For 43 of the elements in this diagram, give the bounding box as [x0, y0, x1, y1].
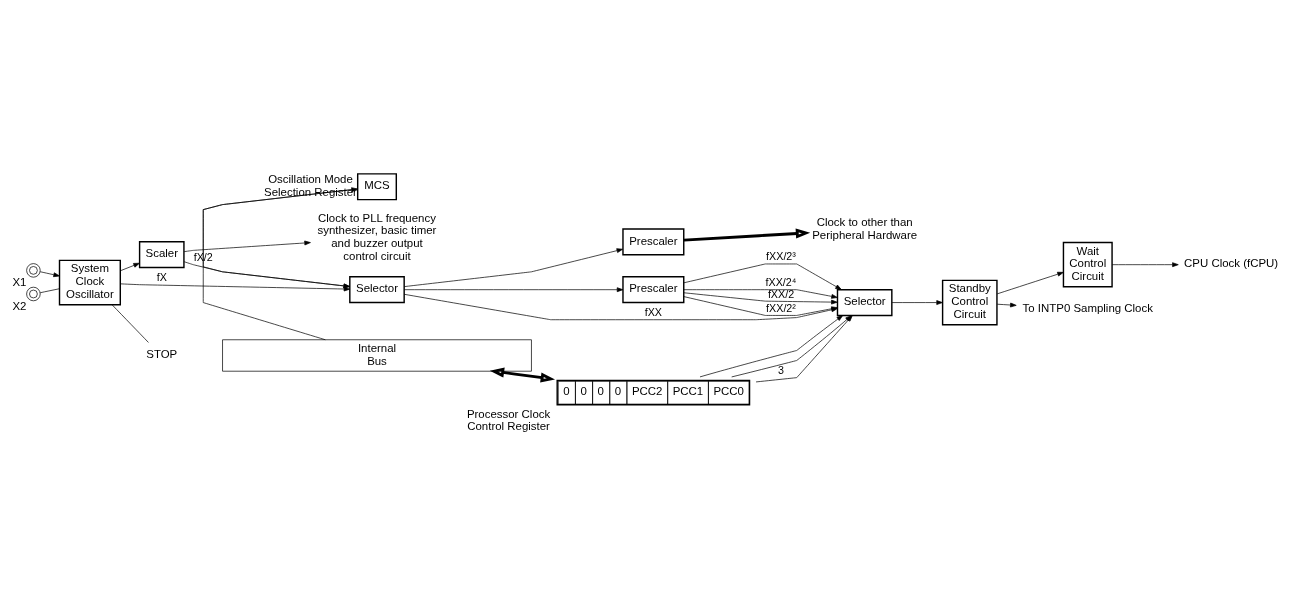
node-box: MCS: [356, 173, 397, 201]
arrow: [699, 315, 844, 378]
node-text: To INTP0 Sampling Clock: [1022, 302, 1153, 315]
arrow: [403, 287, 624, 293]
arrow: [891, 300, 943, 305]
node-text: Clock to other than Peripheral Hardware: [812, 215, 918, 241]
arrow: [39, 271, 60, 278]
arrow: [996, 271, 1064, 295]
connector: [111, 304, 149, 343]
node-box: Internal Bus: [222, 339, 532, 372]
arrow: [120, 262, 140, 272]
edge-label: fXX/2³: [766, 250, 796, 263]
edge-label: fXX: [644, 306, 662, 319]
arrow: [202, 187, 358, 341]
node-box: Standby Control Circuit: [941, 279, 998, 326]
arrow: [683, 292, 838, 305]
node-text: Clock to PLL frequency synthesizer, basic timer and buzzer output control circuit: [317, 211, 437, 263]
arrow: [183, 240, 311, 252]
node-box: Scaler: [138, 241, 185, 269]
arrow: [683, 228, 811, 242]
connector: [39, 288, 60, 294]
node-box: Selector: [349, 276, 405, 304]
node-box: System Clock Oscillator: [58, 259, 121, 306]
edge-label: fXX/2²: [766, 301, 796, 314]
edge-label: fXX/2⁴: [765, 276, 797, 289]
edge-label: fXX/2: [767, 287, 795, 300]
node-label: Processor Clock Control Register: [466, 407, 551, 433]
edge-label: 3: [778, 364, 784, 377]
node-text: CPU Clock (fCPU): [1184, 257, 1279, 270]
arrow: [683, 289, 838, 299]
node-box: Wait Control Circuit: [1062, 241, 1113, 288]
node-box: Prescaler: [622, 276, 685, 304]
arrow: [404, 248, 624, 287]
node-box: Selector: [836, 289, 893, 317]
node-label: X2: [12, 299, 27, 312]
node-text: STOP: [146, 348, 178, 361]
edge-label: fX: [156, 271, 167, 284]
arrow: [996, 302, 1017, 308]
arrow: [489, 367, 555, 383]
node-label: X1: [12, 276, 27, 289]
arrow: [683, 263, 842, 290]
node-box: Prescaler: [622, 228, 685, 256]
arrow: [1111, 262, 1179, 268]
